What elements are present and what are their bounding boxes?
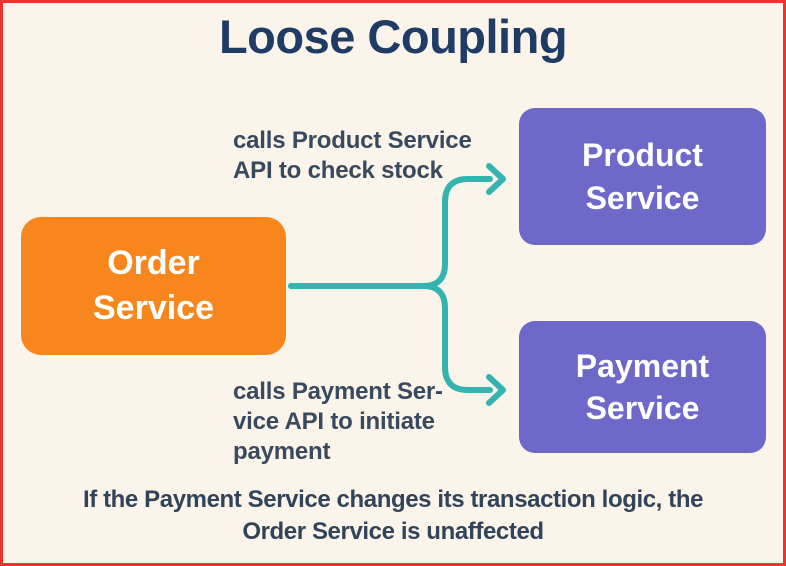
annotation-payment-call-line2: vice API to initiate xyxy=(233,408,435,435)
diagram-caption-line2: Order Service is unaffected xyxy=(242,518,544,545)
node-order-service-label-line2: Service xyxy=(93,289,214,327)
node-payment-service: Payment Service xyxy=(519,321,766,453)
annotation-product-call: calls Product Service API to check stock xyxy=(233,126,472,186)
annotation-payment-call-line3: payment xyxy=(233,438,331,465)
node-product-service-label-line1: Product xyxy=(582,137,703,174)
diagram-caption-line1: If the Payment Service changes its trans… xyxy=(82,486,704,513)
node-order-service-label-line1: Order xyxy=(107,244,200,283)
node-product-service-label-line2: Service xyxy=(585,179,700,216)
annotation-product-call-line2: API to check stock xyxy=(233,157,443,184)
annotation-payment-call: calls Payment Ser- vice API to initiate … xyxy=(233,377,443,467)
arrow-to-payment-service xyxy=(288,283,493,393)
arrowhead-product-icon xyxy=(486,163,506,195)
arrowhead-payment-icon xyxy=(486,374,506,406)
diagram-caption: If the Payment Service changes its trans… xyxy=(3,484,783,548)
node-product-service: Product Service xyxy=(519,108,766,245)
node-payment-service-label-line2: Service xyxy=(585,390,700,426)
node-payment-service-label-line1: Payment xyxy=(575,347,710,384)
arrow-to-product-service xyxy=(288,176,493,289)
annotation-product-call-line1: calls Product Service xyxy=(233,127,472,154)
node-order-service: Order Service xyxy=(21,217,286,355)
diagram-title: Loose Coupling xyxy=(218,10,568,63)
annotation-payment-call-line1: calls Payment Ser- xyxy=(233,378,443,405)
